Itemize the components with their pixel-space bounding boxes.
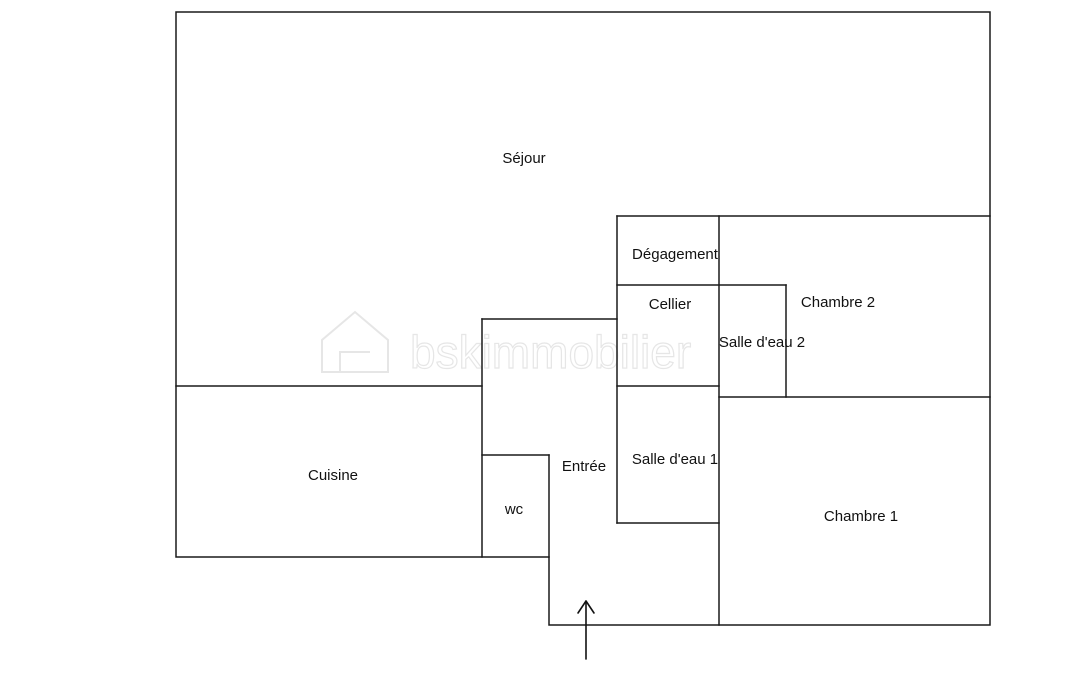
label-cellier: Cellier xyxy=(649,296,692,313)
label-chambre2: Chambre 2 xyxy=(801,294,875,311)
house-logo-icon xyxy=(321,310,389,373)
room-labels: Séjour Dégagement Cellier Chambre 2 Sall… xyxy=(308,150,898,525)
outer-wall xyxy=(175,11,991,626)
walls xyxy=(175,11,991,626)
label-degagement: Dégagement xyxy=(632,246,719,263)
label-wc: wc xyxy=(504,501,524,518)
label-salle-eau1: Salle d'eau 1 xyxy=(632,451,718,468)
label-salle-eau2: Salle d'eau 2 xyxy=(719,334,805,351)
watermark-text: bskimmobilier xyxy=(410,326,691,378)
arrow-up-icon xyxy=(577,600,595,660)
watermark: bskimmobilier xyxy=(321,310,692,379)
label-cuisine: Cuisine xyxy=(308,467,358,484)
label-entree: Entrée xyxy=(562,458,606,475)
label-chambre1: Chambre 1 xyxy=(824,508,898,525)
label-sejour: Séjour xyxy=(502,150,545,167)
